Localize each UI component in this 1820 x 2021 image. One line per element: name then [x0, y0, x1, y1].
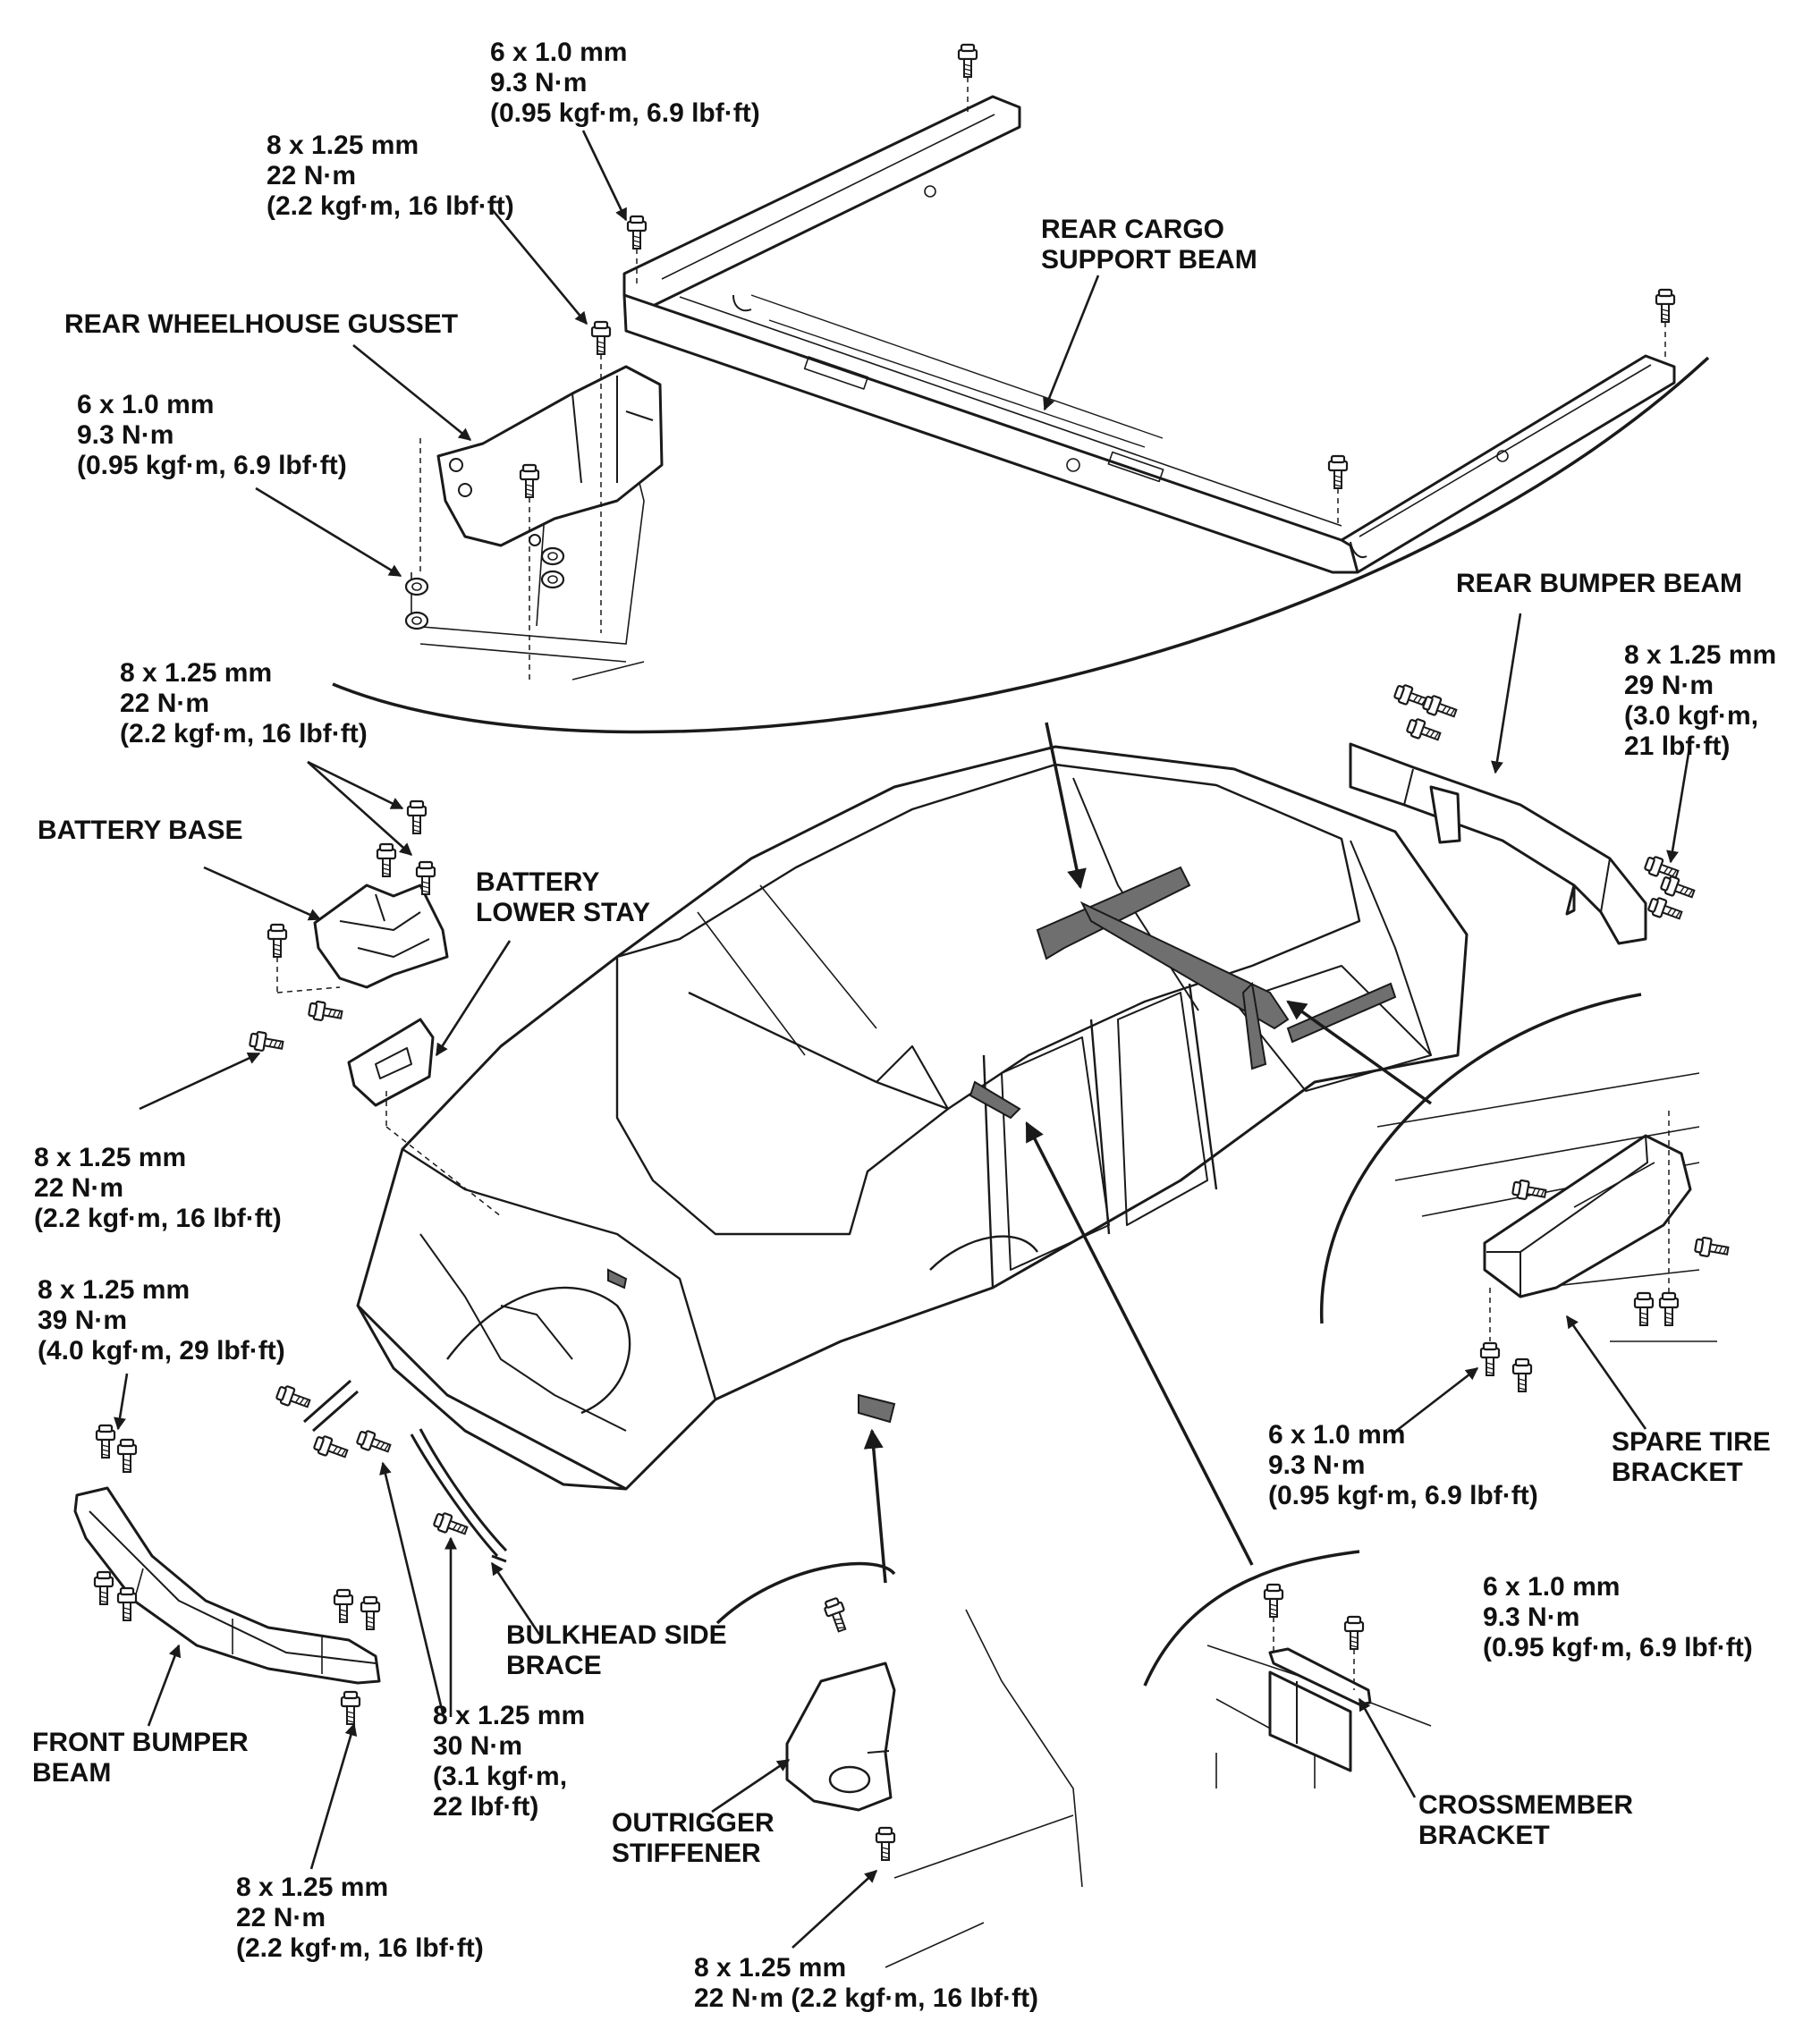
- bolt-icon: [590, 320, 612, 356]
- bolt-icon: [248, 1029, 285, 1055]
- label-battery-base: BATTERY BASE: [38, 816, 243, 845]
- rear-bumper-beam: [1349, 742, 1647, 945]
- spare-tire-detail-floor: [1376, 1072, 1717, 1342]
- bolt-icon: [875, 1826, 896, 1862]
- nut-icon: [540, 570, 565, 589]
- bolt-icon: [93, 1570, 114, 1606]
- bolt-icon: [1646, 894, 1685, 925]
- front-bumper-beam: [73, 1486, 381, 1685]
- nut-icon: [404, 577, 429, 596]
- bolt-icon: [1633, 1291, 1655, 1327]
- bolt-icon: [267, 923, 288, 959]
- bolt-icon: [1658, 873, 1697, 903]
- bolt-icon: [116, 1438, 138, 1474]
- bolt-icon: [626, 215, 648, 250]
- gusset-guide-lines: [419, 354, 602, 680]
- bolt-icon: [1693, 1235, 1731, 1261]
- outrigger-stiffener: [785, 1662, 896, 1812]
- battery-base: [313, 884, 449, 989]
- nut-icon: [404, 611, 429, 630]
- spare-tire-bracket: [1483, 1134, 1692, 1298]
- crossmember-bracket: [1268, 1647, 1372, 1772]
- crossmember-guide-lines: [1273, 1617, 1355, 1690]
- rear-cargo-support-beam: [622, 95, 1676, 574]
- bolt-guide-lines: [636, 77, 1666, 528]
- leader-arrows: [114, 130, 1692, 1949]
- body-highlighted-parts: [607, 866, 1397, 1424]
- bolt-icon: [1479, 1341, 1501, 1377]
- spare-tire-guide-lines: [1489, 1111, 1670, 1341]
- bolt-icon: [376, 842, 397, 878]
- bolt-icon: [354, 1427, 394, 1458]
- bolt-icon: [307, 999, 344, 1025]
- bolt-icon: [1343, 1615, 1365, 1651]
- bolt-icon: [116, 1586, 138, 1622]
- rear-wheelhouse-gusset: [436, 365, 664, 547]
- bolt-icon: [957, 43, 978, 79]
- detail-pointers: [863, 722, 1433, 1584]
- bolt-icon: [1263, 1583, 1284, 1619]
- bolt-icon: [274, 1383, 313, 1413]
- bulkhead-side-brace: [303, 1379, 508, 1563]
- bolt-icon: [1420, 692, 1460, 723]
- label-rear-bumper-beam: REAR BUMPER BEAM: [1456, 569, 1743, 598]
- bolt-icon: [1511, 1357, 1533, 1393]
- bolt-icon: [95, 1424, 116, 1459]
- bolt-icon: [406, 799, 427, 835]
- bolt-icon: [1658, 1291, 1680, 1327]
- bolt-icon: [1327, 454, 1349, 490]
- bolt-icon: [1511, 1178, 1548, 1204]
- battery-lower-stay: [347, 1018, 435, 1107]
- bolt-icon: [821, 1595, 851, 1635]
- outrigger-detail-frame: [885, 1609, 1083, 1968]
- nut-icon: [540, 546, 565, 566]
- bolt-icon: [333, 1588, 354, 1624]
- bolt-icon: [340, 1690, 361, 1726]
- bolt-icon: [360, 1595, 381, 1631]
- bolt-icon: [1655, 288, 1676, 324]
- battery-guide-lines: [276, 957, 502, 1217]
- bolt-icon: [311, 1433, 351, 1463]
- label-rear-wheelhouse-gusset: REAR WHEELHOUSE GUSSET: [64, 309, 459, 339]
- car-body-shell: [356, 745, 1469, 1491]
- bolt-icon: [1404, 715, 1443, 746]
